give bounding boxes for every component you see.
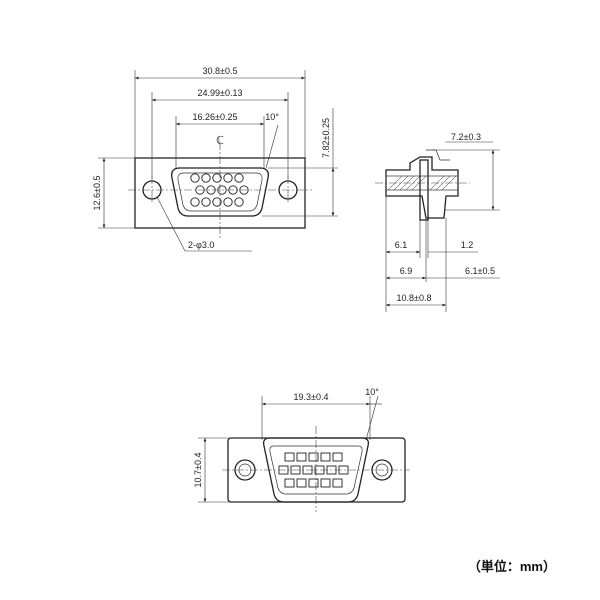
bottom-dim-width: 19.3±0.4	[294, 392, 329, 402]
dim-shell-width: 16.26±0.25	[193, 112, 238, 122]
dim-hole-spacing: 24.99±0.13	[198, 88, 243, 98]
side-dim-1-2: 1.2	[461, 240, 474, 250]
unit-label: （単位：mm）	[468, 559, 556, 574]
top-shell	[171, 167, 269, 217]
dim-flange-height: 12.6±0.5	[92, 176, 102, 211]
angle-label: 10°	[265, 112, 279, 122]
side-dim-6-1-tol: 6.1±0.5	[465, 266, 495, 276]
bottom-shell	[262, 437, 370, 503]
top-shell-inner	[177, 172, 263, 212]
side-dim-7-2: 7.2±0.3	[451, 132, 481, 142]
dim-overall-width: 30.8±0.5	[203, 66, 238, 76]
bottom-view: 19.3±0.4 10° 10.7±0.4	[193, 387, 410, 512]
bottom-dim-height: 10.7±0.4	[193, 453, 203, 488]
side-dim-10-8: 10.8±0.8	[397, 293, 432, 303]
top-view: 30.8±0.5 24.99±0.13 16.26±0.25 10° ℂ 12.…	[92, 66, 338, 252]
hole-callout: 2-φ3.0	[188, 240, 214, 250]
dim-shell-height: 7.82±0.25	[321, 118, 331, 158]
side-dim-6-1: 6.1	[395, 240, 408, 250]
side-dim-6-9: 6.9	[400, 266, 413, 276]
side-view: 7.2±0.3 6.1 1.2 6.9 6.1±0.5 10.8±0.8	[375, 132, 500, 312]
bottom-angle-label: 10°	[365, 387, 379, 397]
centerline-symbol: ℂ	[216, 135, 224, 147]
